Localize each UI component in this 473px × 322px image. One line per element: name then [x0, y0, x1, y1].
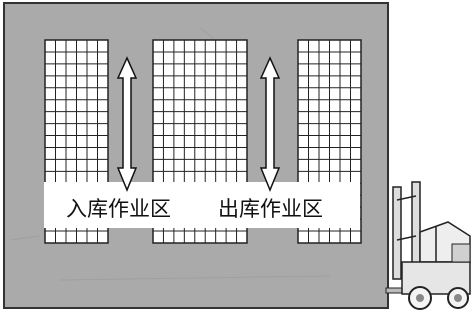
label-band: [44, 182, 360, 228]
outbound-arrow-icon: [259, 56, 281, 192]
inbound-zone-label: 入库作业区: [66, 197, 171, 221]
forklift-icon: [385, 181, 471, 310]
inbound-arrow-icon: [116, 56, 138, 192]
outbound-zone-label: 出库作业区: [218, 197, 323, 221]
